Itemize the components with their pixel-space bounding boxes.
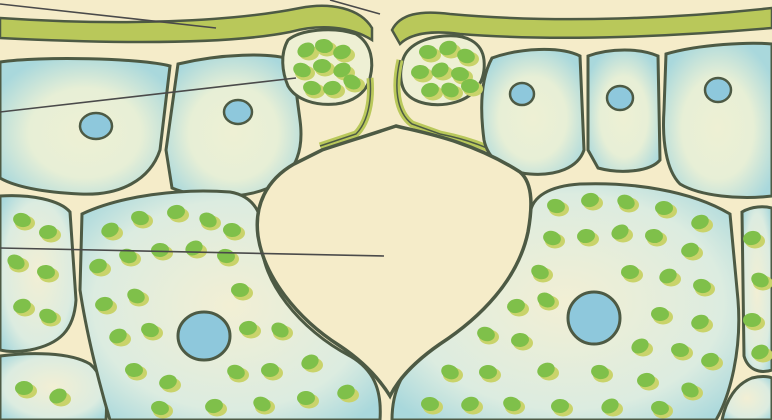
epidermal-cell-right-1: [482, 49, 584, 174]
nucleus: [224, 100, 252, 124]
chloroplast: [743, 313, 761, 327]
nucleus: [510, 83, 534, 105]
nucleus: [178, 312, 230, 360]
nucleus: [80, 113, 112, 139]
epidermal-cell-right-3: [664, 43, 772, 197]
chloroplast: [231, 283, 249, 297]
nucleus: [705, 78, 731, 102]
nucleus: [607, 86, 633, 110]
nucleus: [568, 292, 620, 344]
